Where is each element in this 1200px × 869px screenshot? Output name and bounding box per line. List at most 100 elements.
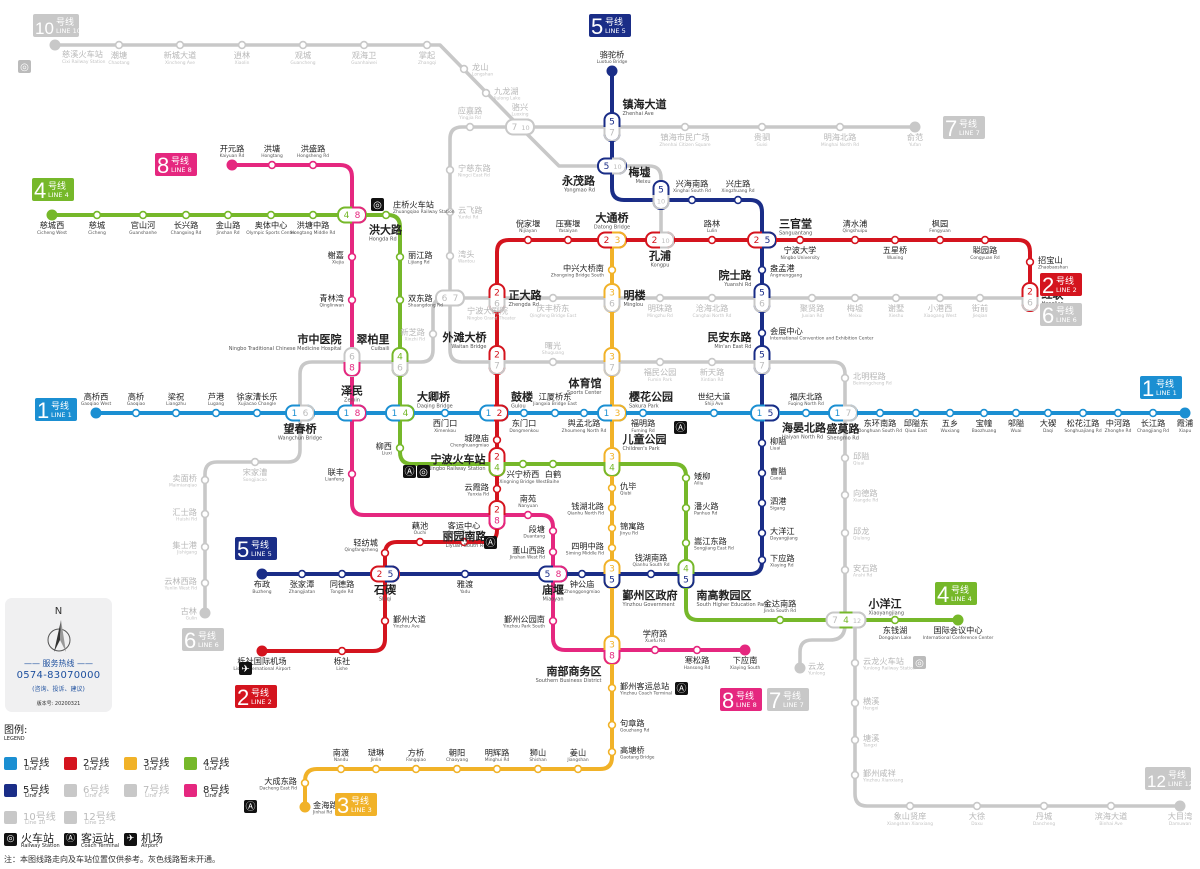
station-kyzx[interactable] xyxy=(459,537,469,547)
station-zxdqn[interactable] xyxy=(607,265,617,275)
station-xsxx[interactable] xyxy=(905,801,915,811)
station-yjl[interactable] xyxy=(465,122,475,132)
station-sjc[interactable] xyxy=(250,457,260,467)
station-xx[interactable] xyxy=(850,770,860,780)
station-xhnl[interactable] xyxy=(687,195,697,205)
station-xyl[interactable] xyxy=(757,555,767,565)
interchange-nbhcz[interactable]: 24 xyxy=(488,447,506,477)
station-ncdl[interactable] xyxy=(445,165,455,175)
station-nbdx[interactable] xyxy=(795,235,805,245)
station-sdl[interactable] xyxy=(395,295,405,305)
station-fml[interactable] xyxy=(638,408,648,418)
interchange-lynl[interactable]: 28 xyxy=(488,500,506,530)
terminal-station-ltq[interactable] xyxy=(606,65,618,77)
station-ct[interactable] xyxy=(114,40,124,50)
station-dmk[interactable] xyxy=(519,408,529,418)
terminal-station-gqx[interactable] xyxy=(90,407,102,419)
station-yzgyn[interactable] xyxy=(548,616,558,626)
station-nd[interactable] xyxy=(336,764,346,774)
station-dcdl[interactable] xyxy=(300,778,310,788)
interchange-tyg[interactable]: 37 xyxy=(603,347,621,377)
station-xs[interactable] xyxy=(891,293,901,303)
interchange-ngjyq[interactable]: 45 xyxy=(677,559,695,589)
station-cjl[interactable] xyxy=(1148,408,1158,418)
station-la[interactable] xyxy=(757,438,767,448)
station-ls[interactable] xyxy=(337,646,347,656)
station-hx[interactable] xyxy=(850,698,860,708)
station-chm[interactable] xyxy=(492,435,502,445)
station-phl[interactable] xyxy=(681,503,691,513)
terminal-station-xyn[interactable] xyxy=(739,644,751,656)
station-ny[interactable] xyxy=(523,510,533,520)
station-wx[interactable] xyxy=(945,408,955,418)
station-xjc[interactable] xyxy=(252,408,262,418)
station-chbl[interactable] xyxy=(707,293,717,303)
terminal-station-xp[interactable] xyxy=(1179,407,1191,419)
station-ghw[interactable] xyxy=(359,40,369,50)
station-tx[interactable] xyxy=(850,735,860,745)
station-smzl[interactable] xyxy=(607,543,617,553)
station-jxl[interactable] xyxy=(807,293,817,303)
terminal-station-bz[interactable] xyxy=(256,568,268,580)
station-ss[interactable] xyxy=(533,764,543,774)
station-xdl[interactable] xyxy=(840,490,850,500)
station-xcdd[interactable] xyxy=(175,40,185,50)
station-jsg[interactable] xyxy=(200,542,210,552)
station-wxq[interactable] xyxy=(890,235,900,245)
station-dt[interactable] xyxy=(548,526,558,536)
station-qhbl[interactable] xyxy=(607,503,617,513)
station-asl[interactable] xyxy=(840,565,850,575)
station-dq[interactable] xyxy=(1043,408,1053,418)
station-dx[interactable] xyxy=(972,801,982,811)
terminal-station-yf[interactable] xyxy=(909,121,921,133)
station-sjdl[interactable] xyxy=(681,538,691,548)
terminal-station-jhl[interactable] xyxy=(299,801,311,813)
station-atzx[interactable] xyxy=(266,210,276,220)
station-cc[interactable] xyxy=(92,210,102,220)
station-mhbl[interactable] xyxy=(835,122,845,132)
station-mmq[interactable] xyxy=(200,475,210,485)
interchange-madl[interactable]: 57 xyxy=(753,345,771,375)
interchange-hl[interactable]: 26 xyxy=(1021,282,1039,312)
station-ql[interactable] xyxy=(840,528,850,538)
station-ylxl[interactable] xyxy=(200,578,210,588)
station-lz[interactable] xyxy=(171,408,181,418)
terminal-station-kyl[interactable] xyxy=(226,159,238,171)
station-gs[interactable] xyxy=(757,122,767,132)
station-xzl6[interactable] xyxy=(428,329,438,339)
station-qfc[interactable] xyxy=(380,548,390,558)
station-xtl[interactable] xyxy=(707,357,717,367)
station-bhdd[interactable] xyxy=(1106,801,1116,811)
station-ll[interactable] xyxy=(707,235,717,245)
station-hsl8[interactable] xyxy=(692,645,702,655)
interchange-zhdd[interactable]: 57 xyxy=(603,112,621,142)
station-bc[interactable] xyxy=(979,408,989,418)
station-jzl[interactable] xyxy=(607,720,617,730)
interchange-ysl[interactable]: 56 xyxy=(753,283,771,313)
station-cy[interactable] xyxy=(452,764,462,774)
station-zbs[interactable] xyxy=(1025,257,1035,267)
station-bmcl[interactable] xyxy=(840,373,850,383)
station-cyl[interactable] xyxy=(980,235,990,245)
station-jyl[interactable] xyxy=(607,523,617,533)
station-fq[interactable] xyxy=(411,764,421,774)
station-dsxl[interactable] xyxy=(548,547,558,557)
interchange-mx[interactable]: 510 xyxy=(652,180,670,210)
station-dyj[interactable] xyxy=(757,528,767,538)
station-htzl[interactable] xyxy=(308,210,318,220)
station-al[interactable] xyxy=(681,473,691,483)
station-gc[interactable] xyxy=(298,40,308,50)
station-jsl[interactable] xyxy=(223,210,233,220)
station-zq[interactable] xyxy=(422,40,432,50)
